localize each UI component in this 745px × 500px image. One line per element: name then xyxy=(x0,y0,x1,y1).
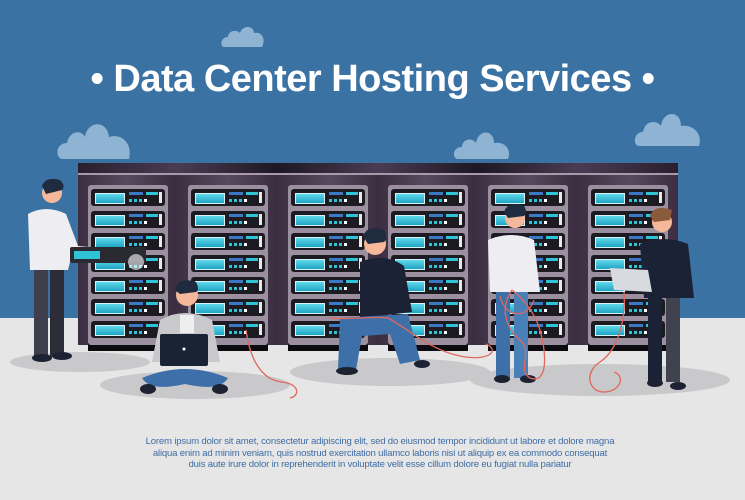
server-unit xyxy=(91,189,165,206)
server-unit xyxy=(391,211,465,228)
server-unit xyxy=(91,211,165,228)
server-unit xyxy=(591,299,665,316)
description-line: duis aute irure dolor in reprehenderit i… xyxy=(188,459,572,471)
description: Lorem ipsum dolor sit amet, consectetur … xyxy=(130,436,630,471)
server-unit xyxy=(291,233,365,250)
rack-base xyxy=(388,343,468,351)
illustration-people xyxy=(10,178,730,399)
page-title: • Data Center Hosting Services • xyxy=(90,58,655,100)
server-unit xyxy=(291,255,365,272)
cloud-icon xyxy=(453,132,510,159)
server-unit xyxy=(191,255,265,272)
rack-column xyxy=(88,185,168,345)
server-unit xyxy=(391,189,465,206)
rack-base xyxy=(588,343,668,351)
server-unit xyxy=(591,189,665,206)
rack-column xyxy=(588,185,668,345)
technician-cable-coil xyxy=(488,204,540,383)
server-unit xyxy=(91,321,165,338)
rack-top xyxy=(78,163,678,175)
technician-holding-server xyxy=(28,178,146,362)
server-unit xyxy=(91,299,165,316)
server-unit xyxy=(191,277,265,294)
technician-sitting-laptop xyxy=(140,280,228,394)
server-unit xyxy=(391,255,465,272)
cloud-icon xyxy=(221,27,264,47)
server-unit xyxy=(191,211,265,228)
rack-base xyxy=(188,343,268,351)
cloud-icon xyxy=(634,114,700,146)
server-unit xyxy=(291,211,365,228)
server-unit xyxy=(191,189,265,206)
rack-base xyxy=(288,343,368,351)
description-line: aliqua enim ad minim veniam, quis nostru… xyxy=(152,447,608,459)
server-unit xyxy=(191,299,265,316)
rack-column xyxy=(288,185,368,345)
server-unit xyxy=(91,277,165,294)
rack-base xyxy=(88,343,168,351)
server-unit xyxy=(391,233,465,250)
rack-column xyxy=(188,185,268,345)
server-unit xyxy=(291,189,365,206)
technician-kneeling xyxy=(336,228,430,375)
description-line: Lorem ipsum dolor sit amet, consectetur … xyxy=(145,436,615,447)
technician-standing-laptop xyxy=(610,208,694,390)
server-unit xyxy=(191,233,265,250)
server-unit xyxy=(491,189,565,206)
server-unit xyxy=(91,233,165,250)
cloud-icon xyxy=(57,124,130,159)
rack-divider xyxy=(78,173,678,175)
